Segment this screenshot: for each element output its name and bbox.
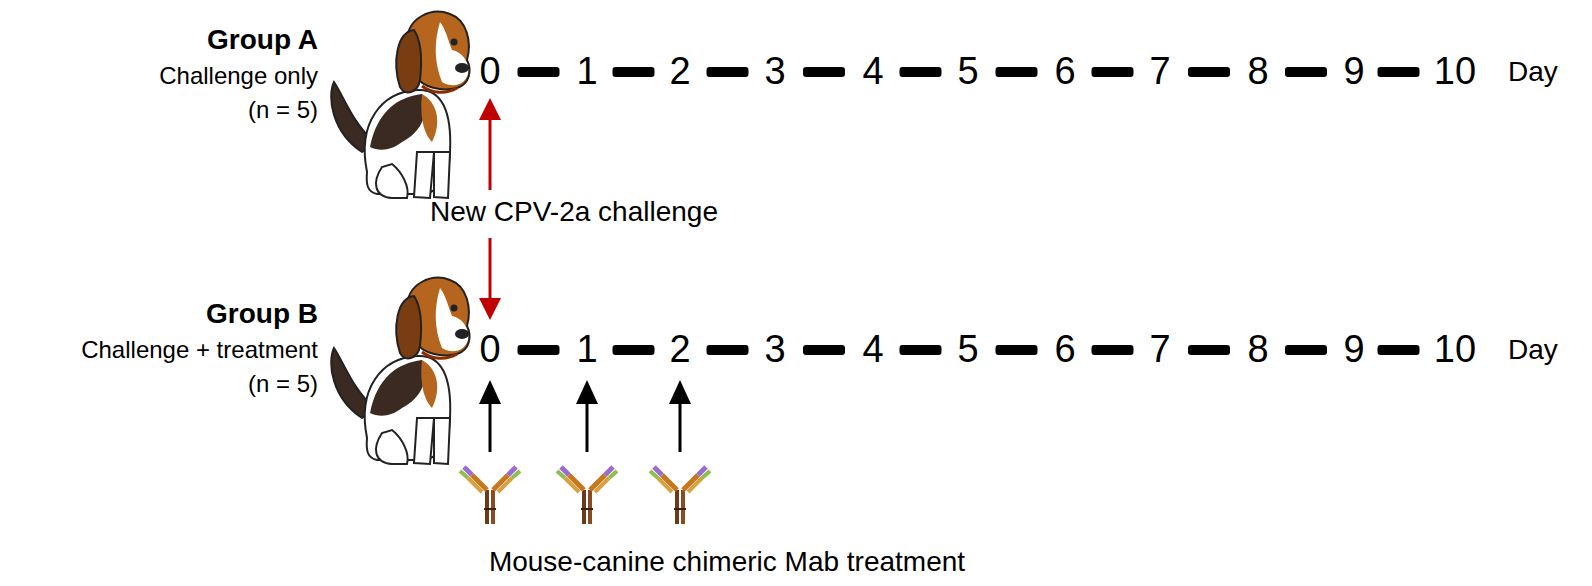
timeline-dash — [1378, 345, 1420, 355]
group-desc: Challenge only — [159, 63, 318, 89]
day-number: 8 — [1247, 51, 1268, 93]
axis-unit: Day — [1508, 57, 1558, 88]
challenge-label: New CPV-2a challenge — [430, 197, 718, 228]
antibody-icon — [650, 467, 710, 524]
day-number: 5 — [957, 51, 978, 93]
timeline-dash — [707, 67, 749, 77]
challenge-arrow — [489, 238, 492, 300]
timeline-dash — [518, 67, 560, 77]
timeline-dash — [1188, 67, 1230, 77]
day-number: 0 — [479, 51, 500, 93]
day-number: 0 — [479, 329, 500, 371]
arrow-head — [479, 298, 501, 320]
group-desc: Challenge + treatment — [81, 337, 318, 363]
dog-icon — [331, 278, 469, 464]
day-number: 2 — [669, 329, 690, 371]
day-number: 1 — [576, 51, 597, 93]
day-number: 3 — [764, 329, 785, 371]
timeline-dash — [1092, 345, 1134, 355]
group-label: Group B — [206, 299, 318, 330]
timeline-dash — [707, 345, 749, 355]
day-number: 8 — [1247, 329, 1268, 371]
arrow-head — [479, 98, 501, 120]
day-number: 10 — [1434, 51, 1476, 93]
group-n: (n = 5) — [248, 371, 318, 397]
challenge-arrow — [489, 116, 492, 190]
timeline-dash — [900, 67, 942, 77]
group-label: Group A — [207, 25, 318, 56]
day-number: 4 — [862, 51, 883, 93]
treatment-label: Mouse-canine chimeric Mab treatment — [489, 547, 965, 578]
antibody-icon — [557, 467, 617, 524]
day-number: 6 — [1054, 51, 1075, 93]
timeline-dash — [996, 67, 1038, 77]
timeline-dash — [803, 67, 845, 77]
day-number: 7 — [1149, 329, 1170, 371]
day-number: 10 — [1434, 329, 1476, 371]
timeline-dash — [613, 345, 655, 355]
treatment-arrows — [479, 380, 691, 452]
day-number: 9 — [1343, 329, 1364, 371]
day-number: 9 — [1343, 51, 1364, 93]
axis-unit: Day — [1508, 335, 1558, 366]
timeline-dash — [900, 345, 942, 355]
timeline-dash — [518, 345, 560, 355]
day-number: 4 — [862, 329, 883, 371]
timeline-dash — [1285, 67, 1327, 77]
day-number: 5 — [957, 329, 978, 371]
day-number: 2 — [669, 51, 690, 93]
timeline-dash — [1285, 345, 1327, 355]
timeline-dash — [1092, 67, 1134, 77]
timeline-dash — [1188, 345, 1230, 355]
antibody-icon — [460, 467, 520, 524]
day-number: 7 — [1149, 51, 1170, 93]
day-number: 3 — [764, 51, 785, 93]
day-number: 6 — [1054, 329, 1075, 371]
dog-icon — [331, 12, 469, 198]
timeline-dash — [613, 67, 655, 77]
timeline-dash — [1378, 67, 1420, 77]
group-n: (n = 5) — [248, 97, 318, 123]
timeline-dash — [996, 345, 1038, 355]
day-number: 1 — [576, 329, 597, 371]
timeline-dash — [803, 345, 845, 355]
